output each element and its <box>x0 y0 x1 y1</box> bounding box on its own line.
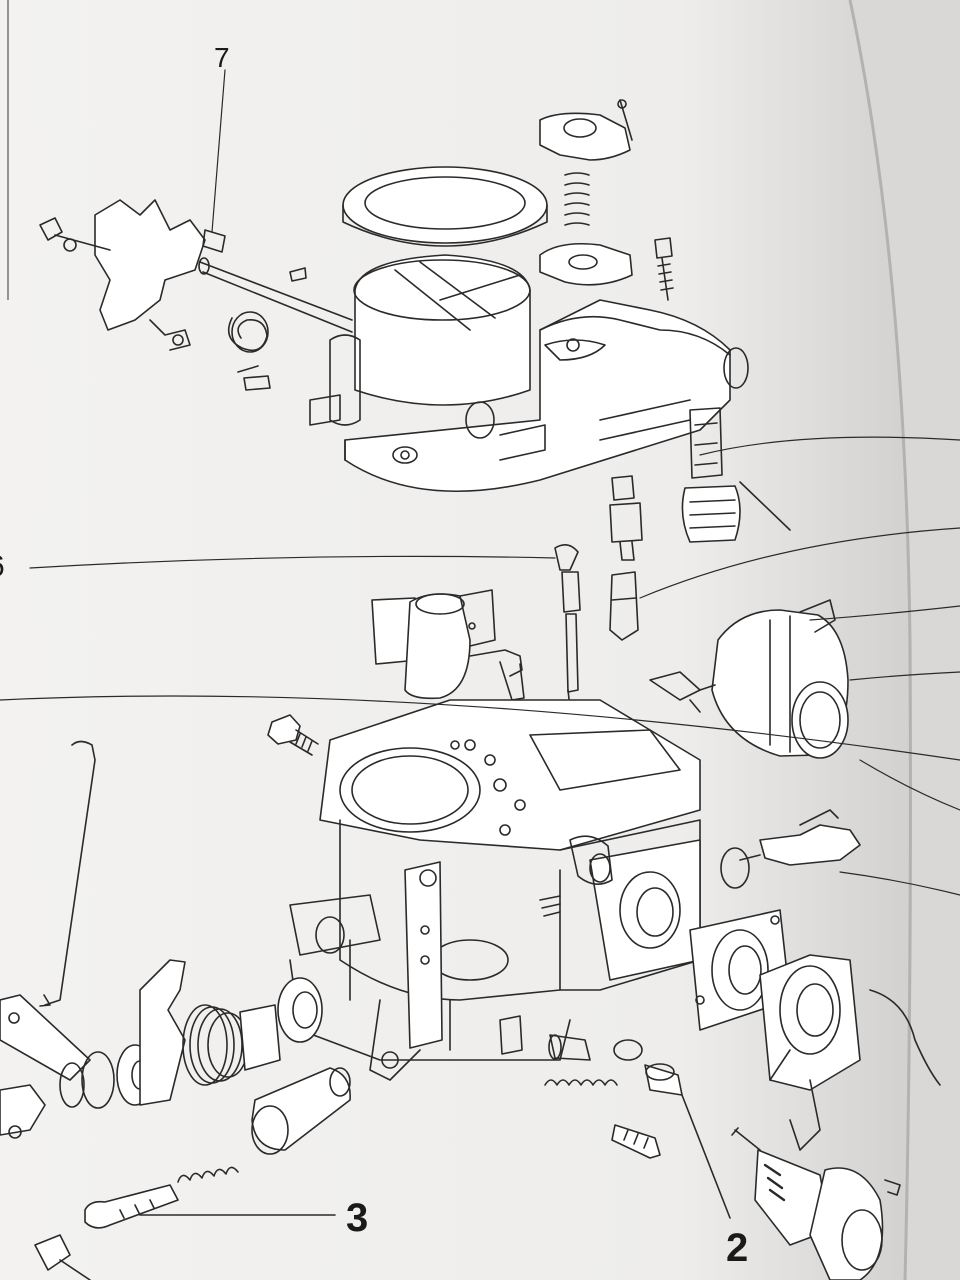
leader-lines <box>0 69 960 896</box>
callout-6: 6 <box>0 552 5 582</box>
callout-7: 7 <box>214 42 230 73</box>
callout-3: 3 <box>346 1196 369 1240</box>
accelerator-pump-parts <box>544 809 941 1280</box>
middle-parts <box>267 544 849 759</box>
callout-2: 2 <box>726 1226 749 1270</box>
throttle-linkage-parts <box>0 740 351 1280</box>
top-cover-assembly <box>39 99 791 561</box>
page-edge <box>848 0 912 1280</box>
main-body-assembly <box>289 699 701 1081</box>
leader-6 <box>29 555 556 569</box>
leader-7 <box>211 69 226 233</box>
